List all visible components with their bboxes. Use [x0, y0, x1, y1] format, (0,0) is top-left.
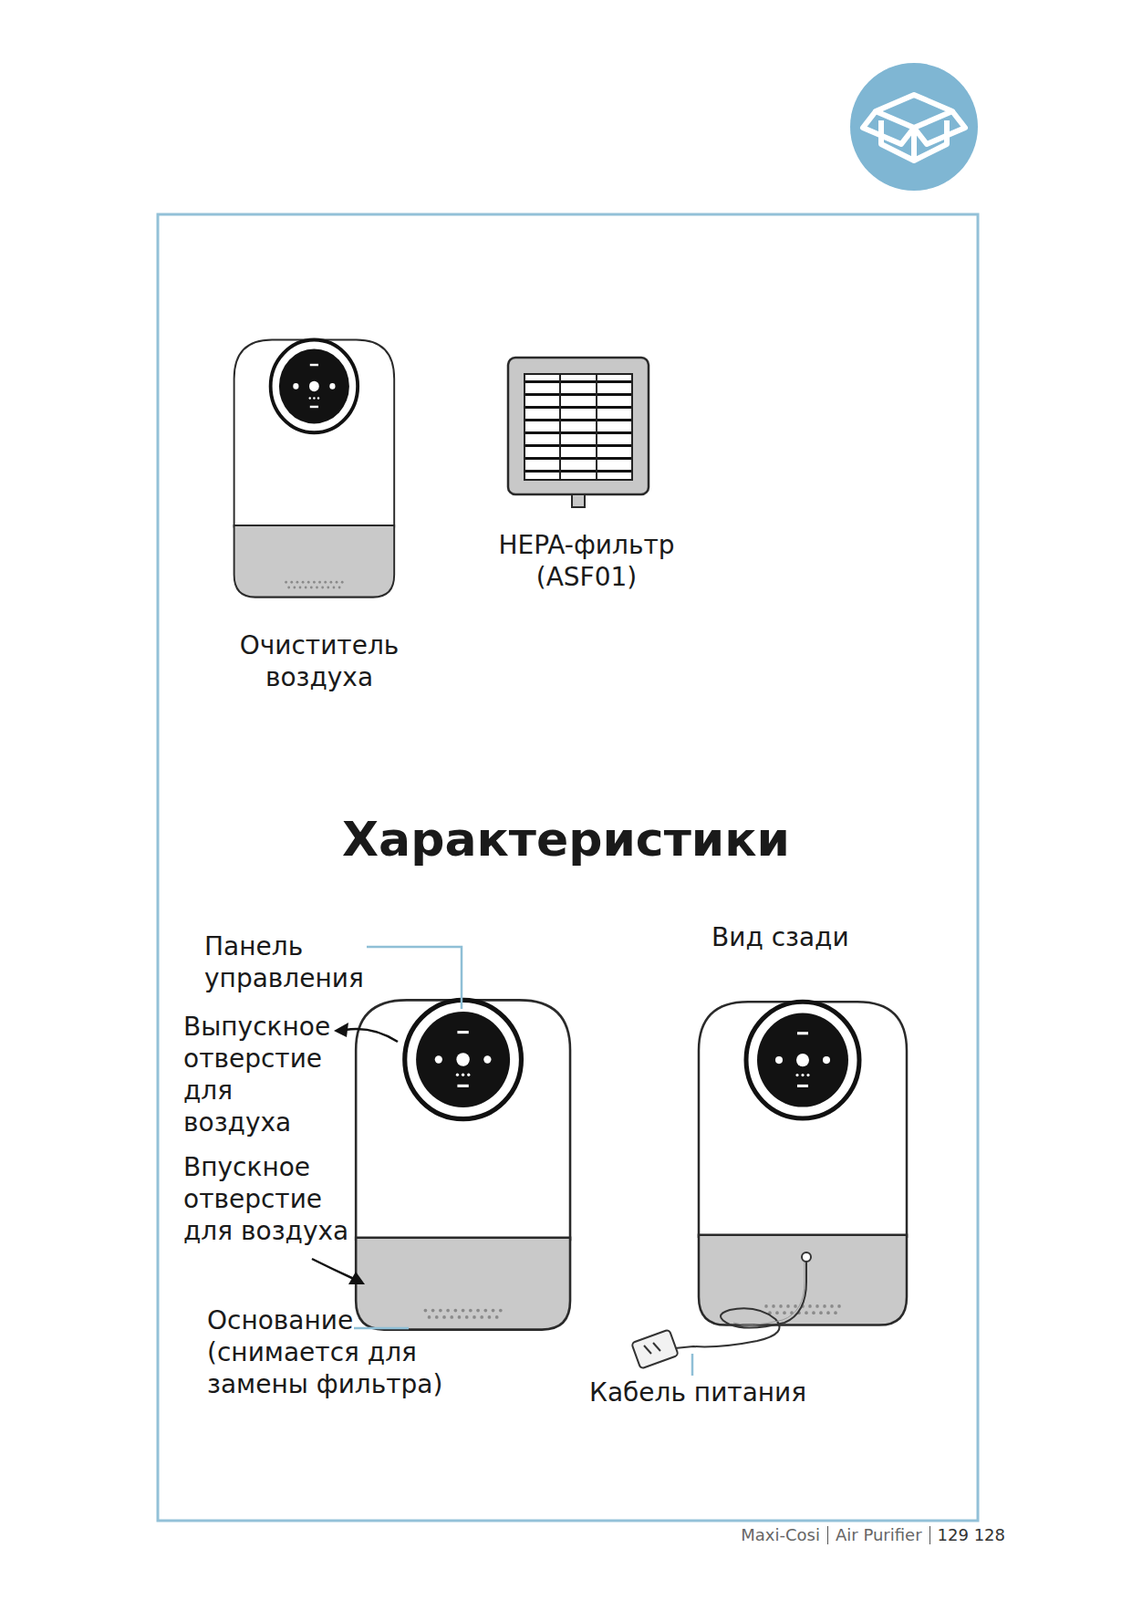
footer-text: Air Purifier: [835, 1525, 923, 1545]
callout-label: Кабель питания: [589, 1376, 827, 1409]
footer-text: 129 128: [937, 1525, 1006, 1545]
callout-label: Панель управления: [204, 930, 378, 995]
callout-label: Выпускное отверстие для воздуха: [183, 1010, 334, 1139]
callout-label: Основание (снимается для замены фильтра): [207, 1304, 454, 1401]
callout-label: Впускное отверстие для воздуха: [183, 1151, 357, 1247]
view-label: Вид сзади: [711, 921, 894, 954]
part-label: HEPA-фильтр (ASF01): [495, 529, 678, 593]
footer-text: Maxi-Cosi: [740, 1525, 821, 1545]
separator: [929, 1526, 931, 1545]
page-title: Характеристики: [0, 811, 1132, 867]
part-label: Очиститель воздуха: [228, 629, 411, 694]
separator: [827, 1526, 829, 1545]
footer: Maxi-Cosi Air Purifier 129 128: [740, 1525, 1006, 1545]
